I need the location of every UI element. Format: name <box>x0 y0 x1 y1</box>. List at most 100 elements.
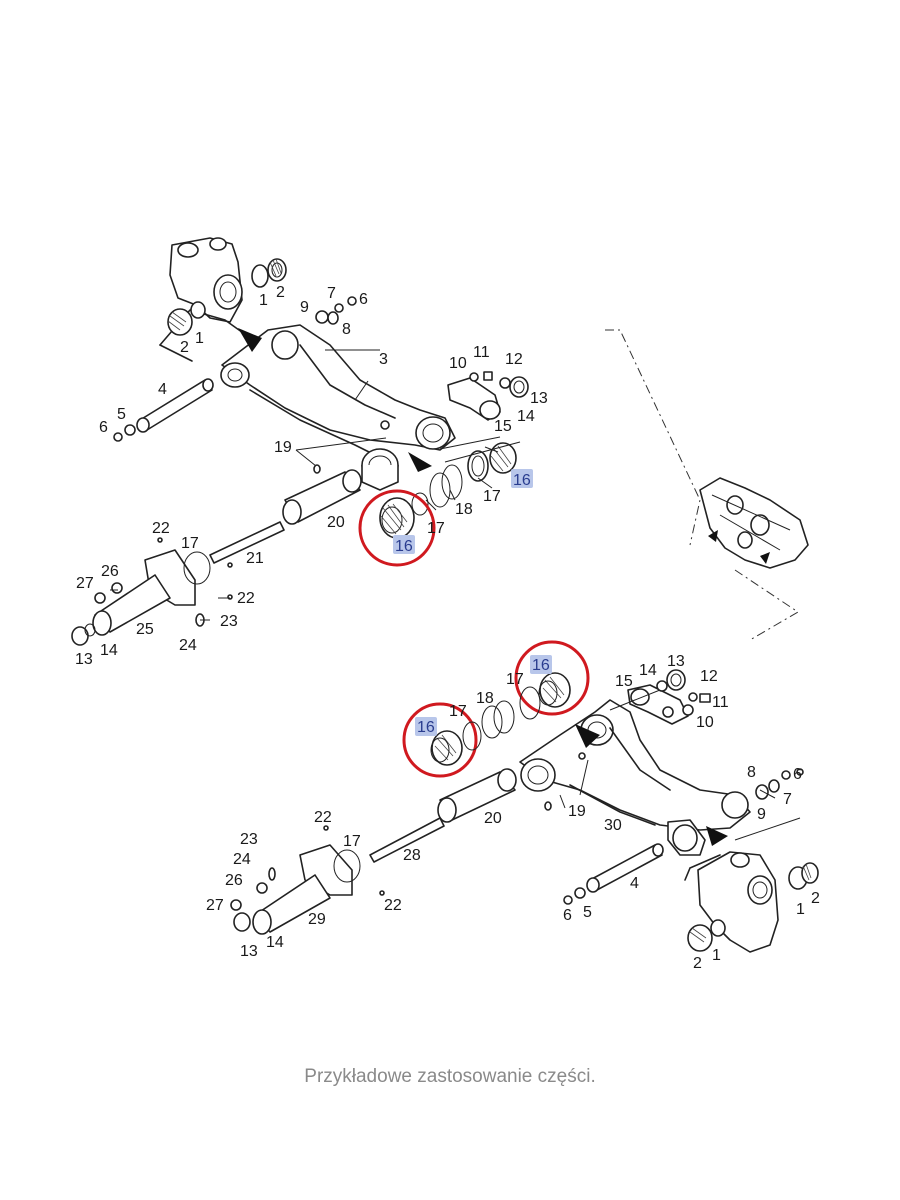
callout-10: 10 <box>449 355 467 372</box>
callout-7: 7 <box>783 791 792 808</box>
callout-2: 2 <box>276 284 285 301</box>
callout-13: 13 <box>240 943 258 960</box>
upper-arrow-2 <box>408 452 432 472</box>
callout-16-highlighted: 16 <box>513 472 531 489</box>
lower-fasteners <box>755 768 804 800</box>
callout-4: 4 <box>630 875 639 892</box>
callout-10: 10 <box>696 714 714 731</box>
callout-20: 20 <box>484 810 502 827</box>
callout-17: 17 <box>483 488 501 505</box>
callout-24: 24 <box>179 637 197 654</box>
callout-22: 22 <box>237 590 255 607</box>
callout-14: 14 <box>100 642 118 659</box>
lower-shaft <box>369 768 552 863</box>
callout-29: 29 <box>308 911 326 928</box>
callout-18: 18 <box>455 501 473 518</box>
lower-arrow-1 <box>575 724 600 748</box>
callout-23: 23 <box>220 613 238 630</box>
lower-callouts: 16 17 18 17 16 15 14 13 12 11 10 19 20 3… <box>206 653 820 972</box>
upper-bracket <box>447 371 529 421</box>
callout-6: 6 <box>99 419 108 436</box>
callout-12: 12 <box>505 351 523 368</box>
callout-2: 2 <box>811 890 820 907</box>
callout-19: 19 <box>274 439 292 456</box>
callout-19: 19 <box>568 803 586 820</box>
callout-14: 14 <box>517 408 535 425</box>
callout-13: 13 <box>75 651 93 668</box>
lower-bracket <box>627 669 711 725</box>
callout-5: 5 <box>117 406 126 423</box>
callout-16-highlighted: 16 <box>395 538 413 555</box>
callout-17: 17 <box>506 671 524 688</box>
callout-20: 20 <box>327 514 345 531</box>
callout-23: 23 <box>240 831 258 848</box>
upper-bushing-16-circled <box>358 489 436 567</box>
callout-14: 14 <box>266 934 284 951</box>
callout-4: 4 <box>158 381 167 398</box>
callout-9: 9 <box>757 806 766 823</box>
upper-bearing-left <box>167 301 206 336</box>
callout-30: 30 <box>604 817 622 834</box>
upper-fasteners <box>315 296 357 325</box>
callout-2: 2 <box>180 339 189 356</box>
lower-swing-arm <box>519 699 751 856</box>
lower-arrow-2 <box>706 826 728 846</box>
upper-knuckle <box>159 237 261 362</box>
upper-pin <box>113 378 214 442</box>
callout-17: 17 <box>343 833 361 850</box>
callout-17: 17 <box>427 520 445 537</box>
callout-26: 26 <box>225 872 243 889</box>
lower-pin <box>563 843 664 905</box>
tractor-reference <box>605 329 809 641</box>
lower-hub <box>230 825 385 935</box>
callout-1: 1 <box>796 901 805 918</box>
callout-7: 7 <box>327 285 336 302</box>
callout-27: 27 <box>206 897 224 914</box>
callout-11: 11 <box>712 694 729 711</box>
upper-swing-arm <box>220 324 456 491</box>
callout-22: 22 <box>152 520 170 537</box>
callout-26: 26 <box>101 563 119 580</box>
callout-6: 6 <box>359 291 368 308</box>
callout-15: 15 <box>615 673 633 690</box>
lower-bushing-16-circled-left <box>402 702 478 778</box>
callout-6: 6 <box>563 907 572 924</box>
callout-1: 1 <box>259 292 268 309</box>
callout-16-highlighted: 16 <box>532 657 550 674</box>
callout-24: 24 <box>233 851 251 868</box>
callout-6: 6 <box>793 766 802 783</box>
upper-bushings <box>411 442 517 516</box>
callout-17: 17 <box>181 535 199 552</box>
lower-assembly <box>230 640 819 953</box>
callout-12: 12 <box>700 668 718 685</box>
upper-callouts: 1 2 2 1 7 6 9 8 3 4 5 6 10 11 12 13 14 1… <box>75 284 548 668</box>
upper-shaft <box>209 464 362 564</box>
upper-bearing-right <box>251 258 287 288</box>
callout-17: 17 <box>449 703 467 720</box>
callout-21: 21 <box>246 550 264 567</box>
callout-8: 8 <box>747 764 756 781</box>
callout-13: 13 <box>667 653 685 670</box>
lower-bushing-16-circled-right <box>514 640 590 716</box>
lower-knuckle <box>684 851 819 953</box>
callout-3: 3 <box>379 351 388 368</box>
callout-9: 9 <box>300 299 309 316</box>
callout-2: 2 <box>693 955 702 972</box>
callout-22: 22 <box>384 897 402 914</box>
callout-16-highlighted: 16 <box>417 719 435 736</box>
callout-1: 1 <box>712 947 721 964</box>
callout-25: 25 <box>136 621 154 638</box>
callout-18: 18 <box>476 690 494 707</box>
callout-22: 22 <box>314 809 332 826</box>
callout-27: 27 <box>76 575 94 592</box>
callout-1: 1 <box>195 330 204 347</box>
callout-28: 28 <box>403 847 421 864</box>
callout-5: 5 <box>583 904 592 921</box>
callout-13: 13 <box>530 390 548 407</box>
lower-seals <box>462 686 541 751</box>
callout-15: 15 <box>494 418 512 435</box>
upper-assembly <box>71 237 529 646</box>
image-caption: Przykładowe zastosowanie części. <box>304 1066 596 1087</box>
callout-14: 14 <box>639 662 657 679</box>
